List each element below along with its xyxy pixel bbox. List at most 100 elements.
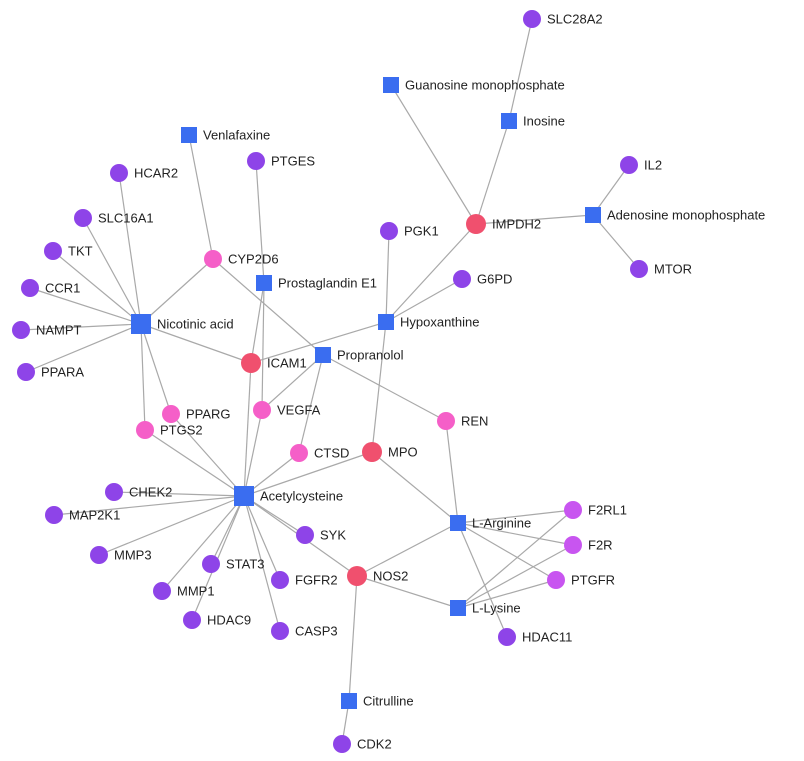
node-stat3[interactable]: STAT3 xyxy=(202,555,265,573)
node-l-arginine[interactable]: L-Arginine xyxy=(450,515,531,531)
gene-marker[interactable] xyxy=(241,353,261,373)
gene-marker[interactable] xyxy=(620,156,638,174)
node-ptges[interactable]: PTGES xyxy=(247,152,315,170)
node-ren[interactable]: REN xyxy=(437,412,488,430)
node-ccr1[interactable]: CCR1 xyxy=(21,279,80,297)
node-guanosine-monophosphate[interactable]: Guanosine monophosphate xyxy=(383,77,565,93)
drug-marker[interactable] xyxy=(450,600,466,616)
gene-marker[interactable] xyxy=(253,401,271,419)
gene-marker[interactable] xyxy=(630,260,648,278)
gene-marker[interactable] xyxy=(105,483,123,501)
node-label: SYK xyxy=(320,527,346,542)
node-ctsd[interactable]: CTSD xyxy=(290,444,349,462)
node-ppara[interactable]: PPARA xyxy=(17,363,84,381)
gene-marker[interactable] xyxy=(44,242,62,260)
drug-marker[interactable] xyxy=(131,314,151,334)
node-nampt[interactable]: NAMPT xyxy=(12,321,82,339)
gene-marker[interactable] xyxy=(362,442,382,462)
node-tkt[interactable]: TKT xyxy=(44,242,93,260)
node-venlafaxine[interactable]: Venlafaxine xyxy=(181,127,270,143)
gene-marker[interactable] xyxy=(162,405,180,423)
node-fgfr2[interactable]: FGFR2 xyxy=(271,571,338,589)
gene-marker[interactable] xyxy=(183,611,201,629)
node-prostaglandin-e1[interactable]: Prostaglandin E1 xyxy=(256,275,377,291)
gene-marker[interactable] xyxy=(290,444,308,462)
node-syk[interactable]: SYK xyxy=(296,526,346,544)
node-pparg[interactable]: PPARG xyxy=(162,405,231,423)
node-pgk1[interactable]: PGK1 xyxy=(380,222,439,240)
node-citrulline[interactable]: Citrulline xyxy=(341,693,414,709)
node-hcar2[interactable]: HCAR2 xyxy=(110,164,178,182)
node-f2rl1[interactable]: F2RL1 xyxy=(564,501,627,519)
gene-marker[interactable] xyxy=(466,214,486,234)
node-mmp1[interactable]: MMP1 xyxy=(153,582,215,600)
node-hdac11[interactable]: HDAC11 xyxy=(498,628,572,646)
gene-marker[interactable] xyxy=(21,279,39,297)
node-slc16a1[interactable]: SLC16A1 xyxy=(74,209,154,227)
gene-marker[interactable] xyxy=(204,250,222,268)
gene-marker[interactable] xyxy=(347,566,367,586)
drug-marker[interactable] xyxy=(383,77,399,93)
node-chek2[interactable]: CHEK2 xyxy=(105,483,172,501)
drug-marker[interactable] xyxy=(585,207,601,223)
node-vegfa[interactable]: VEGFA xyxy=(253,401,321,419)
node-hdac9[interactable]: HDAC9 xyxy=(183,611,251,629)
gene-marker[interactable] xyxy=(136,421,154,439)
node-adenosine-monophosphate[interactable]: Adenosine monophosphate xyxy=(585,207,765,223)
gene-marker[interactable] xyxy=(547,571,565,589)
drug-marker[interactable] xyxy=(341,693,357,709)
gene-marker[interactable] xyxy=(564,536,582,554)
gene-marker[interactable] xyxy=(564,501,582,519)
node-hypoxanthine[interactable]: Hypoxanthine xyxy=(378,314,480,330)
gene-marker[interactable] xyxy=(74,209,92,227)
gene-marker[interactable] xyxy=(202,555,220,573)
gene-marker[interactable] xyxy=(523,10,541,28)
node-map2k1[interactable]: MAP2K1 xyxy=(45,506,120,524)
node-g6pd[interactable]: G6PD xyxy=(453,270,512,288)
node-acetylcysteine[interactable]: Acetylcysteine xyxy=(234,486,343,506)
node-ptgfr[interactable]: PTGFR xyxy=(547,571,615,589)
drug-marker[interactable] xyxy=(234,486,254,506)
node-slc28a2[interactable]: SLC28A2 xyxy=(523,10,603,28)
gene-marker[interactable] xyxy=(271,571,289,589)
node-ptgs2[interactable]: PTGS2 xyxy=(136,421,203,439)
node-cyp2d6[interactable]: CYP2D6 xyxy=(204,250,279,268)
node-mtor[interactable]: MTOR xyxy=(630,260,692,278)
gene-marker[interactable] xyxy=(45,506,63,524)
gene-marker[interactable] xyxy=(333,735,351,753)
gene-marker[interactable] xyxy=(247,152,265,170)
node-impdh2[interactable]: IMPDH2 xyxy=(466,214,541,234)
node-label: CYP2D6 xyxy=(228,251,279,266)
gene-marker[interactable] xyxy=(271,622,289,640)
node-l-lysine[interactable]: L-Lysine xyxy=(450,600,521,616)
node-nicotinic-acid[interactable]: Nicotinic acid xyxy=(131,314,234,334)
drug-marker[interactable] xyxy=(181,127,197,143)
node-f2r[interactable]: F2R xyxy=(564,536,613,554)
drug-marker[interactable] xyxy=(378,314,394,330)
gene-marker[interactable] xyxy=(90,546,108,564)
node-propranolol[interactable]: Propranolol xyxy=(315,347,404,363)
gene-marker[interactable] xyxy=(153,582,171,600)
node-icam1[interactable]: ICAM1 xyxy=(241,353,307,373)
node-mmp3[interactable]: MMP3 xyxy=(90,546,152,564)
drug-marker[interactable] xyxy=(450,515,466,531)
node-inosine[interactable]: Inosine xyxy=(501,113,565,129)
drug-marker[interactable] xyxy=(501,113,517,129)
node-casp3[interactable]: CASP3 xyxy=(271,622,338,640)
drug-marker[interactable] xyxy=(315,347,331,363)
gene-marker[interactable] xyxy=(296,526,314,544)
node-nos2[interactable]: NOS2 xyxy=(347,566,408,586)
gene-marker[interactable] xyxy=(437,412,455,430)
gene-marker[interactable] xyxy=(498,628,516,646)
node-il2[interactable]: IL2 xyxy=(620,156,662,174)
drug-marker[interactable] xyxy=(256,275,272,291)
node-mpo[interactable]: MPO xyxy=(362,442,418,462)
gene-marker[interactable] xyxy=(110,164,128,182)
node-label: PPARG xyxy=(186,406,231,421)
gene-marker[interactable] xyxy=(380,222,398,240)
node-cdk2[interactable]: CDK2 xyxy=(333,735,392,753)
gene-marker[interactable] xyxy=(17,363,35,381)
gene-marker[interactable] xyxy=(12,321,30,339)
gene-marker[interactable] xyxy=(453,270,471,288)
